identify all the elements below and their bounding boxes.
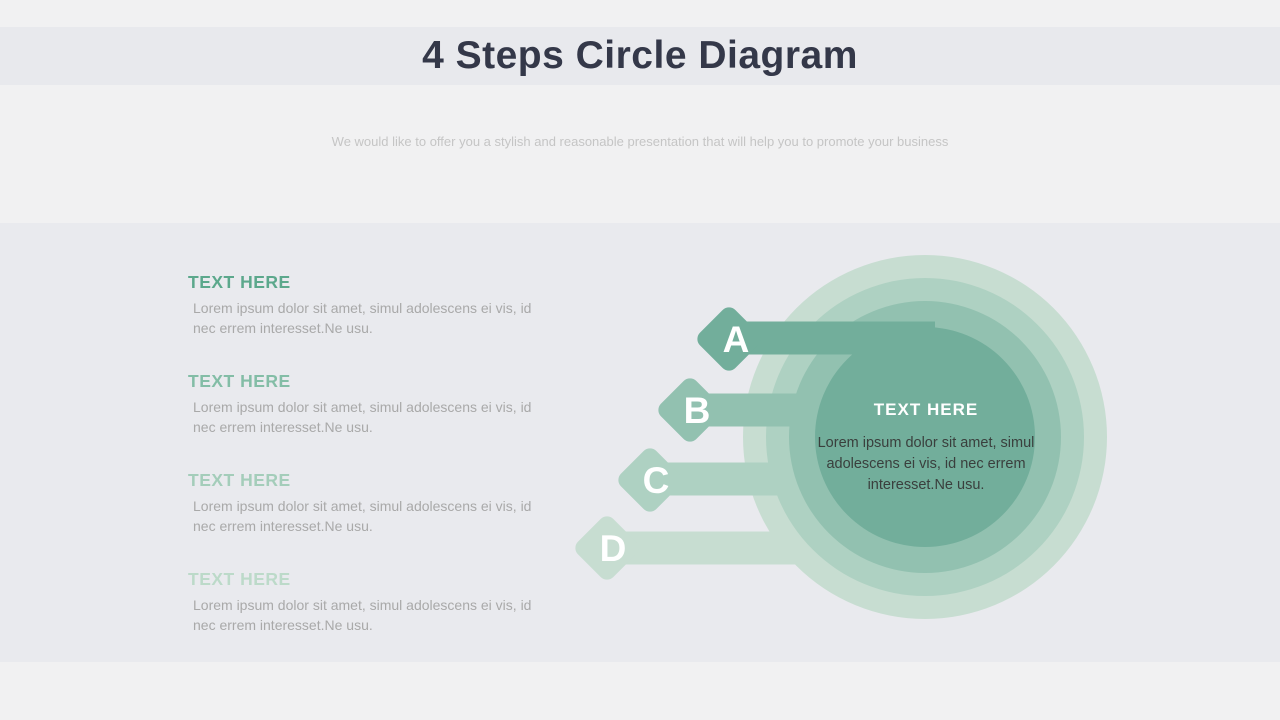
page-subtitle: We would like to offer you a stylish and… [331, 134, 949, 149]
diamond-c [618, 448, 682, 512]
connector-a [729, 321, 935, 355]
diamond-b [658, 378, 722, 442]
step-a-shape [697, 307, 1035, 547]
step-heading: TEXT HERE [188, 371, 291, 391]
steps-text-column: TEXT HERE Lorem ipsum dolor sit amet, si… [188, 272, 568, 668]
title-band: 4 Steps Circle Diagram [0, 27, 1280, 85]
diamond-d [575, 516, 639, 580]
circle-center-body: Lorem ipsum dolor sit amet, simul adoles… [817, 435, 1035, 493]
step-text-block-2: TEXT HERE Lorem ipsum dolor sit amet, si… [188, 371, 568, 437]
circle-center-text: TEXT HERE Lorem ipsum dolor sit amet, si… [796, 400, 1056, 496]
step-letter-b: B [684, 390, 711, 431]
diamond-a [697, 307, 761, 371]
step-body: Lorem ipsum dolor sit amet, simul adoles… [193, 300, 532, 336]
step-body: Lorem ipsum dolor sit amet, simul adoles… [193, 597, 532, 633]
step-text-block-3: TEXT HERE Lorem ipsum dolor sit amet, si… [188, 470, 568, 536]
step-text-block-1: TEXT HERE Lorem ipsum dolor sit amet, si… [188, 272, 568, 338]
step-letter-d: D [600, 528, 627, 569]
step-text-block-4: TEXT HERE Lorem ipsum dolor sit amet, si… [188, 569, 568, 635]
step-letter-c: C [643, 460, 670, 501]
step-heading: TEXT HERE [188, 470, 291, 490]
step-heading: TEXT HERE [188, 569, 291, 589]
step-body: Lorem ipsum dolor sit amet, simul adoles… [193, 399, 532, 435]
step-heading: TEXT HERE [188, 272, 291, 292]
page-title: 4 Steps Circle Diagram [422, 34, 858, 77]
circle-a [815, 327, 1035, 547]
circle-center-heading: TEXT HERE [873, 400, 979, 419]
step-body: Lorem ipsum dolor sit amet, simul adoles… [193, 498, 532, 534]
step-letter-a: A [723, 319, 750, 360]
